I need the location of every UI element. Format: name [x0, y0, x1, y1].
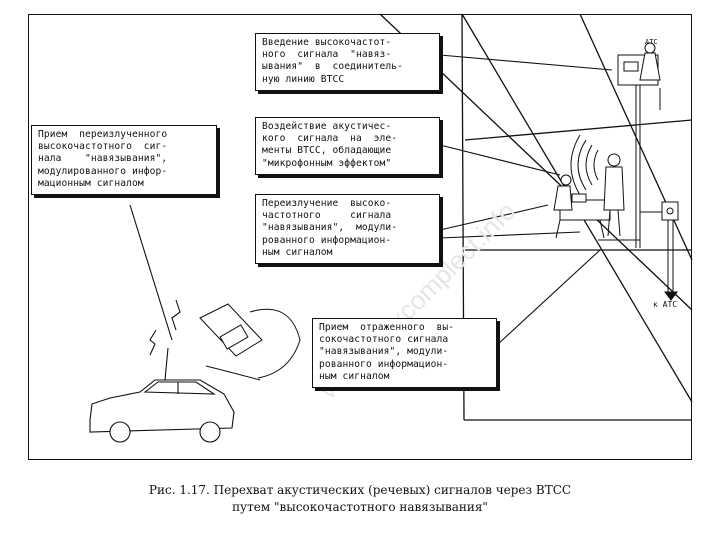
seated-person-head [561, 175, 571, 185]
callout-acoustic-effect: Воздействие акустичес- кого сигнала на э… [255, 117, 440, 175]
junction-box [662, 202, 678, 300]
figure-caption-line-2: путем "высокочастотного навязывания" [0, 500, 720, 515]
lightning-symbol-1 [172, 300, 180, 330]
receiver-operator [200, 304, 300, 380]
callout-reradiation: Переизлучение высоко- частотного сигнала… [255, 194, 440, 264]
figure-caption-line-1: Рис. 1.17. Перехват акустических (речевы… [0, 483, 720, 498]
upper-office: АТС [618, 38, 660, 110]
middle-telephone [572, 194, 586, 202]
leader-reflected [497, 250, 600, 345]
ats-label: к АТС [653, 300, 677, 309]
callout-reradiated-reception: Прием переизлученного высокочастотного с… [31, 125, 217, 195]
leader-hf-injection [440, 55, 612, 70]
car-antenna [165, 348, 168, 380]
svg-text:АТС: АТС [645, 38, 658, 46]
receiver-device [200, 304, 262, 356]
leader-reradiated-reception [130, 205, 172, 340]
acoustic-waves [571, 135, 598, 195]
callout-hf-injection: Введение высокочастот- ного сигнала "нав… [255, 33, 440, 91]
lightning-symbol-2 [150, 330, 156, 355]
middle-office [554, 154, 624, 238]
callout-reflected-reception: Прием отраженного вы- сокочастотного сиг… [312, 318, 497, 388]
upper-telephone [624, 62, 638, 71]
standing-person-head [608, 154, 620, 166]
